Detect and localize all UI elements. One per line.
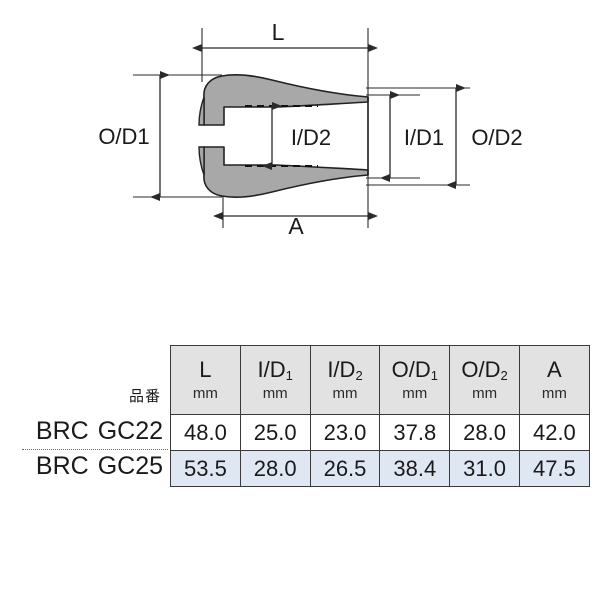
cell-1-1: 28.0 (239, 450, 311, 487)
cell-1-2: 26.5 (309, 450, 381, 487)
column-sub-2: 2 (355, 368, 363, 383)
label-A: A (288, 213, 304, 239)
row-label-1: BRC GC25 (36, 452, 163, 481)
cell-0-1: 25.0 (239, 414, 311, 451)
column-unit-4: mm (472, 385, 498, 402)
cell-1-4: 31.0 (449, 450, 520, 487)
column-unit-0: mm (192, 385, 218, 402)
cell-1-5: 47.5 (518, 450, 590, 487)
table-header-row: L mm I/D1 mm I/D2 mm O/D1 mm (170, 345, 590, 415)
column-unit-1: mm (262, 385, 288, 402)
part-lower-wall (203, 146, 369, 199)
label-ID1: I/D1 (404, 125, 444, 150)
part-body (198, 73, 369, 199)
column-header-ID1: I/D1 mm (239, 345, 311, 415)
column-header-OD2: O/D2 mm (449, 345, 520, 415)
cell-1-0: 53.5 (170, 450, 241, 487)
column-base-5: A (547, 357, 562, 382)
cell-0-4: 28.0 (449, 414, 520, 451)
cell-1-3: 38.4 (379, 450, 451, 487)
part-upper-wall (203, 73, 369, 126)
cell-0-5: 42.0 (518, 414, 590, 451)
column-sub-3: 1 (430, 368, 438, 383)
label-L: L (272, 19, 285, 45)
column-header-ID2: I/D2 mm (309, 345, 381, 415)
column-unit-2: mm (332, 385, 358, 402)
column-base-3: O/D (391, 357, 431, 382)
row-label-0: BRC GC22 (36, 417, 163, 446)
specification-table: L mm I/D1 mm I/D2 mm O/D1 mm (170, 345, 590, 487)
technical-drawing: L A O/D1 I/D2 I/D1 O/D2 (98, 19, 522, 239)
label-ID2: I/D2 (291, 125, 331, 150)
column-header-L: L mm (170, 345, 241, 415)
row-model-0: GC22 (97, 417, 163, 445)
column-base-4: O/D (461, 357, 501, 382)
column-sub-4: 2 (500, 368, 508, 383)
column-base-0: L (199, 357, 212, 382)
part-number-header: 品番 (128, 388, 161, 405)
column-base-2: I/D (327, 357, 356, 382)
cross-section-svg: L A O/D1 I/D2 I/D1 O/D2 (98, 19, 522, 239)
table-row: 53.5 28.0 26.5 38.4 31.0 47.5 (170, 450, 590, 487)
cell-0-0: 48.0 (170, 414, 241, 451)
part-lip-lower (198, 146, 205, 176)
cell-0-3: 37.8 (379, 414, 451, 451)
column-header-A: A mm (518, 345, 590, 415)
column-header-OD1: O/D1 mm (379, 345, 451, 415)
row-model-1: GC25 (97, 452, 163, 480)
cell-0-2: 23.0 (309, 414, 381, 451)
row-separator (22, 449, 168, 450)
column-unit-5: mm (541, 385, 567, 402)
column-base-1: I/D (257, 357, 286, 382)
column-sub-1: 1 (285, 368, 293, 383)
row-brand-0: BRC (35, 417, 89, 445)
label-OD1: O/D1 (98, 124, 149, 149)
column-unit-3: mm (402, 385, 428, 402)
row-brand-1: BRC (35, 452, 89, 480)
part-lip-upper (198, 96, 205, 126)
table-row: 48.0 25.0 23.0 37.8 28.0 42.0 (170, 414, 590, 451)
label-OD2: O/D2 (471, 125, 522, 150)
